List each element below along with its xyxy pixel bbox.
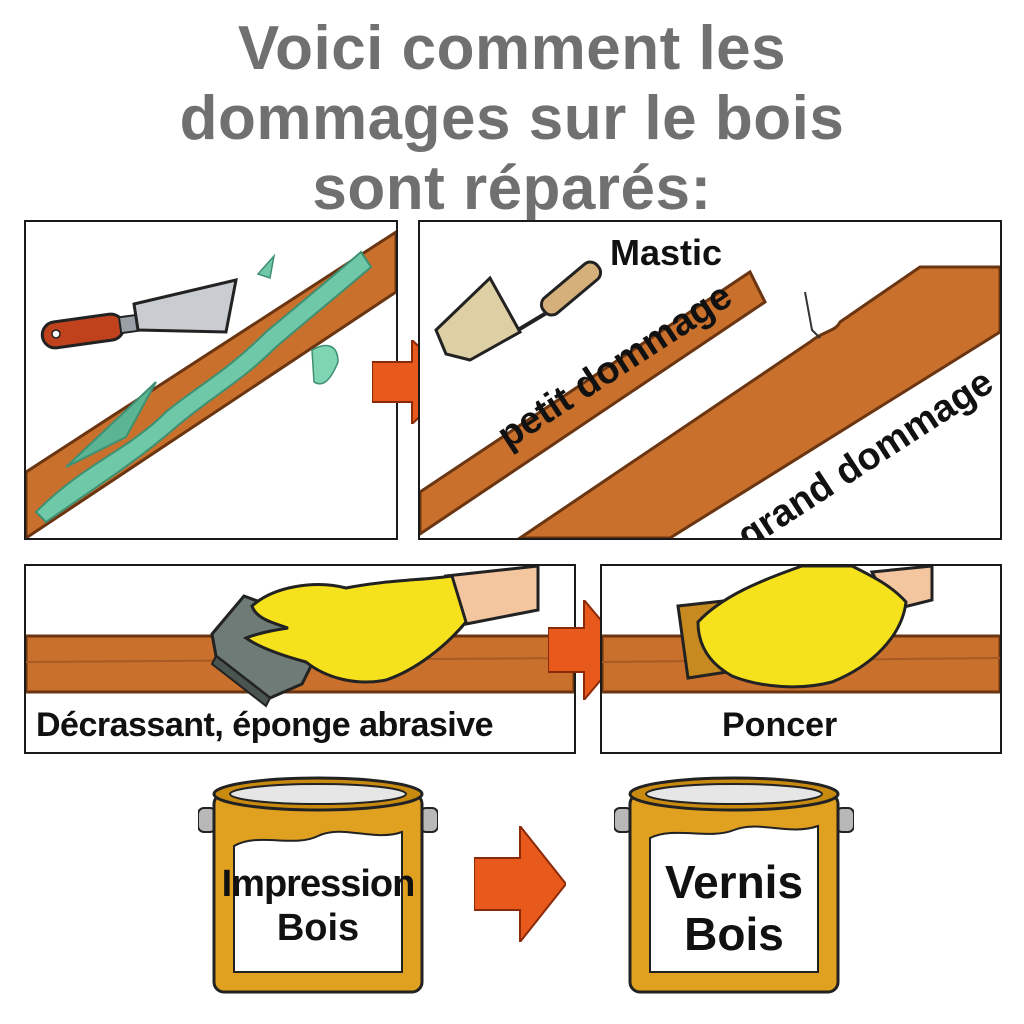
can-label-impression-line-1: Impression — [221, 863, 416, 905]
panel-sand: Poncer — [600, 564, 1002, 754]
plank-small-damage — [420, 269, 767, 536]
paint-can-impression — [198, 776, 438, 994]
label-mastic: Mastic — [610, 232, 723, 273]
filler-chip-2 — [311, 344, 339, 385]
damage-crack — [804, 291, 821, 339]
sponge-illustration — [26, 566, 574, 708]
filler-patch — [65, 381, 157, 468]
can-label-impression: Impression Bois — [218, 862, 418, 950]
filler-illustration — [26, 230, 396, 538]
title-line-1: Voici comment les — [237, 14, 787, 83]
filler-chip-1 — [256, 253, 276, 279]
glove-icon — [696, 566, 908, 689]
putty-knife — [40, 278, 238, 350]
filler-smear — [34, 250, 373, 524]
plank-large-damage — [517, 265, 1000, 538]
can-label-vernis-line-2: Bois — [684, 908, 784, 960]
label-decrassant: Décrassant, éponge abrasive — [36, 706, 494, 744]
can-label-vernis: Vernis Bois — [634, 856, 834, 960]
arrow-icon — [474, 826, 566, 942]
glove-icon — [242, 574, 468, 684]
sanding-illustration — [602, 566, 1000, 694]
damage-illustration — [420, 260, 1000, 538]
title-line-2: dommages sur le bois — [179, 84, 845, 153]
label-poncer: Poncer — [722, 706, 838, 744]
trowel-icon — [434, 260, 603, 362]
page-title: Voici comment les dommages sur le bois s… — [0, 14, 1024, 224]
panel-clean-sponge: Décrassant, éponge abrasive — [24, 564, 576, 754]
title-line-3: sont réparés: — [312, 154, 712, 223]
can-label-impression-line-2: Bois — [276, 907, 360, 949]
paint-can-vernis — [614, 776, 854, 994]
panel-damage-types: Mastic petit dommage grand dommage — [418, 220, 1002, 540]
panel-apply-filler — [24, 220, 398, 540]
can-label-vernis-line-1: Vernis — [664, 856, 804, 908]
